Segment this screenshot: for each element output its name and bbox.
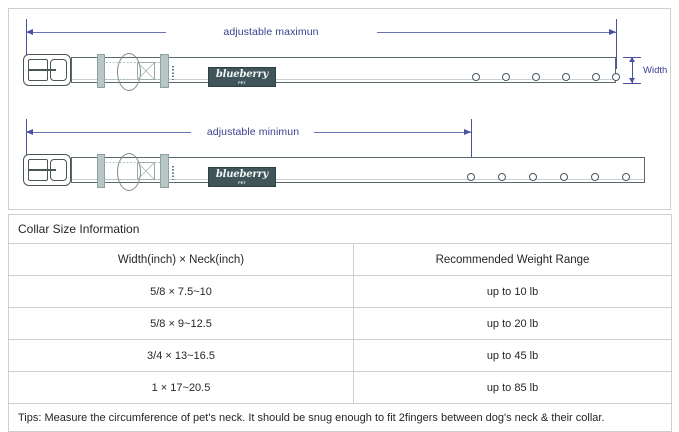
strap-hole xyxy=(502,73,510,81)
brand-logo-sub-max: PET xyxy=(238,79,246,85)
dimension-label-min: adjustable minimun xyxy=(206,126,300,138)
label-tag-max xyxy=(172,66,174,80)
collar-size-table-wrap: Collar Size Information Width(inch) × Ne… xyxy=(7,214,673,432)
brand-logo-sub-min: PET xyxy=(238,179,246,185)
buckle-prong-min xyxy=(28,169,56,171)
dimension-arrow-left-max xyxy=(26,28,33,35)
width-arrow-head-up xyxy=(629,57,635,62)
extension-line-right-max xyxy=(616,19,617,69)
stitch-line-top-min xyxy=(106,162,160,163)
brand-logo-name-max: blueberry xyxy=(215,68,269,80)
x-stitch-box-min xyxy=(137,162,155,180)
width-arrow-head-down xyxy=(629,78,635,83)
extension-line-right-min xyxy=(471,119,472,181)
label-tag-min xyxy=(172,166,174,180)
strap-hole xyxy=(532,73,540,81)
keeper-loop-1-min xyxy=(97,154,105,188)
brand-logo-patch-min: blueberry PET xyxy=(208,167,276,187)
width-label: Width xyxy=(643,65,668,76)
dimension-label-max: adjustable maximun xyxy=(223,26,319,38)
cell-size: 1 × 17~20.5 xyxy=(8,371,354,404)
table-header-row: Width(inch) × Neck(inch) Recommended Wei… xyxy=(8,243,673,276)
buckle-prong-max xyxy=(28,69,56,71)
strap-hole xyxy=(529,173,537,181)
collar-diagram-panel: adjustable maximun xyxy=(8,8,671,210)
dimension-arrow-right-max xyxy=(609,28,616,35)
strap-hole xyxy=(498,173,506,181)
table-row: 5/8 × 9~12.5 up to 20 lb xyxy=(8,307,673,340)
width-cap-bottom xyxy=(623,83,641,84)
x-stitch-box-max xyxy=(137,62,155,80)
extension-line-left-min xyxy=(26,119,27,167)
table-row: 1 × 17~20.5 up to 85 lb xyxy=(8,371,673,404)
strap-edge-line-min xyxy=(72,179,644,180)
strap-hole xyxy=(612,73,620,81)
collar-size-guide: adjustable maximun xyxy=(7,8,673,432)
cell-weight: up to 45 lb xyxy=(352,339,673,372)
cell-size: 3/4 × 13~16.5 xyxy=(8,339,354,372)
stitch-line-top-max xyxy=(106,62,160,63)
dimension-line-min-left xyxy=(26,132,191,133)
stitch-line-bottom-max xyxy=(106,79,160,80)
strap-hole xyxy=(472,73,480,81)
table-row: 5/8 × 7.5~10 up to 10 lb xyxy=(8,275,673,308)
extension-line-left-max xyxy=(26,19,27,67)
keeper-loop-1-max xyxy=(97,54,105,88)
cell-size: 5/8 × 9~12.5 xyxy=(8,307,354,340)
dimension-line-max-left xyxy=(26,32,166,33)
brand-logo-patch-max: blueberry PET xyxy=(208,67,276,87)
keeper-loop-2-min xyxy=(160,154,169,188)
table-title: Collar Size Information xyxy=(7,214,673,244)
table-title-row: Collar Size Information xyxy=(7,214,673,244)
dimension-line-max-right xyxy=(377,32,616,33)
cell-size: 5/8 × 7.5~10 xyxy=(8,275,354,308)
dimension-arrow-left-min xyxy=(26,128,33,135)
cell-weight: up to 20 lb xyxy=(352,307,673,340)
strap-hole xyxy=(562,73,570,81)
cell-weight: up to 10 lb xyxy=(352,275,673,308)
brand-logo-name-min: blueberry xyxy=(215,168,269,180)
width-dimension-arrow xyxy=(632,57,633,83)
column-header-weight: Recommended Weight Range xyxy=(352,243,673,276)
strap-hole xyxy=(560,173,568,181)
strap-edge-line-max xyxy=(72,79,615,80)
stitch-line-bottom-min xyxy=(106,179,160,180)
collar-size-table: Collar Size Information Width(inch) × Ne… xyxy=(7,214,673,432)
column-header-size: Width(inch) × Neck(inch) xyxy=(8,243,354,276)
strap-hole xyxy=(592,73,600,81)
strap-hole xyxy=(622,173,630,181)
table-row: 3/4 × 13~16.5 up to 45 lb xyxy=(8,339,673,372)
dimension-line-min-right xyxy=(314,132,471,133)
strap-hole xyxy=(467,173,475,181)
dimension-arrow-right-min xyxy=(464,128,471,135)
keeper-loop-2-max xyxy=(160,54,169,88)
strap-hole xyxy=(591,173,599,181)
cell-weight: up to 85 lb xyxy=(352,371,673,404)
